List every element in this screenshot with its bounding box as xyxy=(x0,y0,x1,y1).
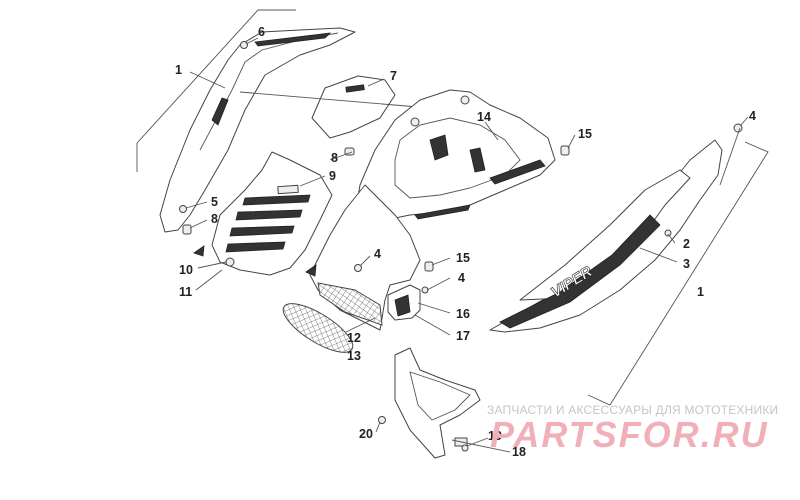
callout-11: 11 xyxy=(179,285,192,299)
arrow-marker-left xyxy=(193,245,205,257)
callout-4-right: 4 xyxy=(749,109,756,123)
fastener-20 xyxy=(378,416,386,424)
callout-3: 3 xyxy=(683,257,690,271)
fastener-19 xyxy=(461,444,469,452)
callout-20: 20 xyxy=(359,427,373,441)
fastener-15-center xyxy=(424,261,434,272)
leader-1a xyxy=(189,71,226,89)
right-panel-bracket xyxy=(587,141,769,406)
callout-18: 18 xyxy=(512,445,526,459)
mesh-screen xyxy=(282,303,354,353)
upper-inner-console xyxy=(354,89,556,226)
small-top-panel xyxy=(311,75,396,139)
fastener-6 xyxy=(240,41,248,49)
center-nose-panel xyxy=(309,184,421,331)
callout-15-center: 15 xyxy=(456,251,470,265)
callout-6: 6 xyxy=(258,25,265,39)
callout-14: 14 xyxy=(477,110,491,124)
fastener-4-center-lower xyxy=(421,286,429,294)
fastener-15-upper xyxy=(560,145,570,156)
leader-14 xyxy=(484,121,499,141)
callout-5: 5 xyxy=(211,195,218,209)
right-side-panel: VIPER xyxy=(489,139,723,333)
callout-9: 9 xyxy=(329,169,336,183)
callout-8-upper: 8 xyxy=(331,151,338,165)
front-grille xyxy=(211,151,333,276)
callout-1-right: 1 xyxy=(697,285,704,299)
fastener-8-lower xyxy=(182,224,192,235)
callout-17: 17 xyxy=(456,329,470,343)
callout-15-upper: 15 xyxy=(578,127,592,141)
callout-7: 7 xyxy=(390,69,397,83)
callout-19: 19 xyxy=(488,429,502,443)
callout-labels: 1 1 2 3 4 4 4 5 6 7 8 8 9 10 11 12 13 14… xyxy=(175,25,756,459)
fastener-4-center xyxy=(354,264,362,272)
callout-4-center: 4 xyxy=(374,247,381,261)
callout-2: 2 xyxy=(683,237,690,251)
fastener-5 xyxy=(179,205,187,213)
lower-chin-panel xyxy=(394,347,481,459)
leader-lines xyxy=(185,37,749,453)
callout-13: 13 xyxy=(347,349,361,363)
watermark-tagline: ЗАПЧАСТИ И АКСЕССУАРЫ ДЛЯ МОТОТЕХНИКИ xyxy=(487,403,779,417)
callout-16: 16 xyxy=(456,307,470,321)
callout-8-lower: 8 xyxy=(211,212,218,226)
callout-4-center-lower: 4 xyxy=(458,271,465,285)
watermark-logo: PARTSFOR.RU xyxy=(490,414,769,455)
leader-long-top xyxy=(239,91,431,109)
callout-12: 12 xyxy=(347,331,361,345)
leader-7 xyxy=(367,78,385,87)
arrow-marker-center xyxy=(305,264,317,277)
left-side-panel xyxy=(159,27,356,233)
callout-10: 10 xyxy=(179,263,193,277)
left-panel-bracket xyxy=(136,9,296,172)
callout-1-left: 1 xyxy=(175,63,182,77)
mount-bracket-assembly xyxy=(387,284,421,321)
